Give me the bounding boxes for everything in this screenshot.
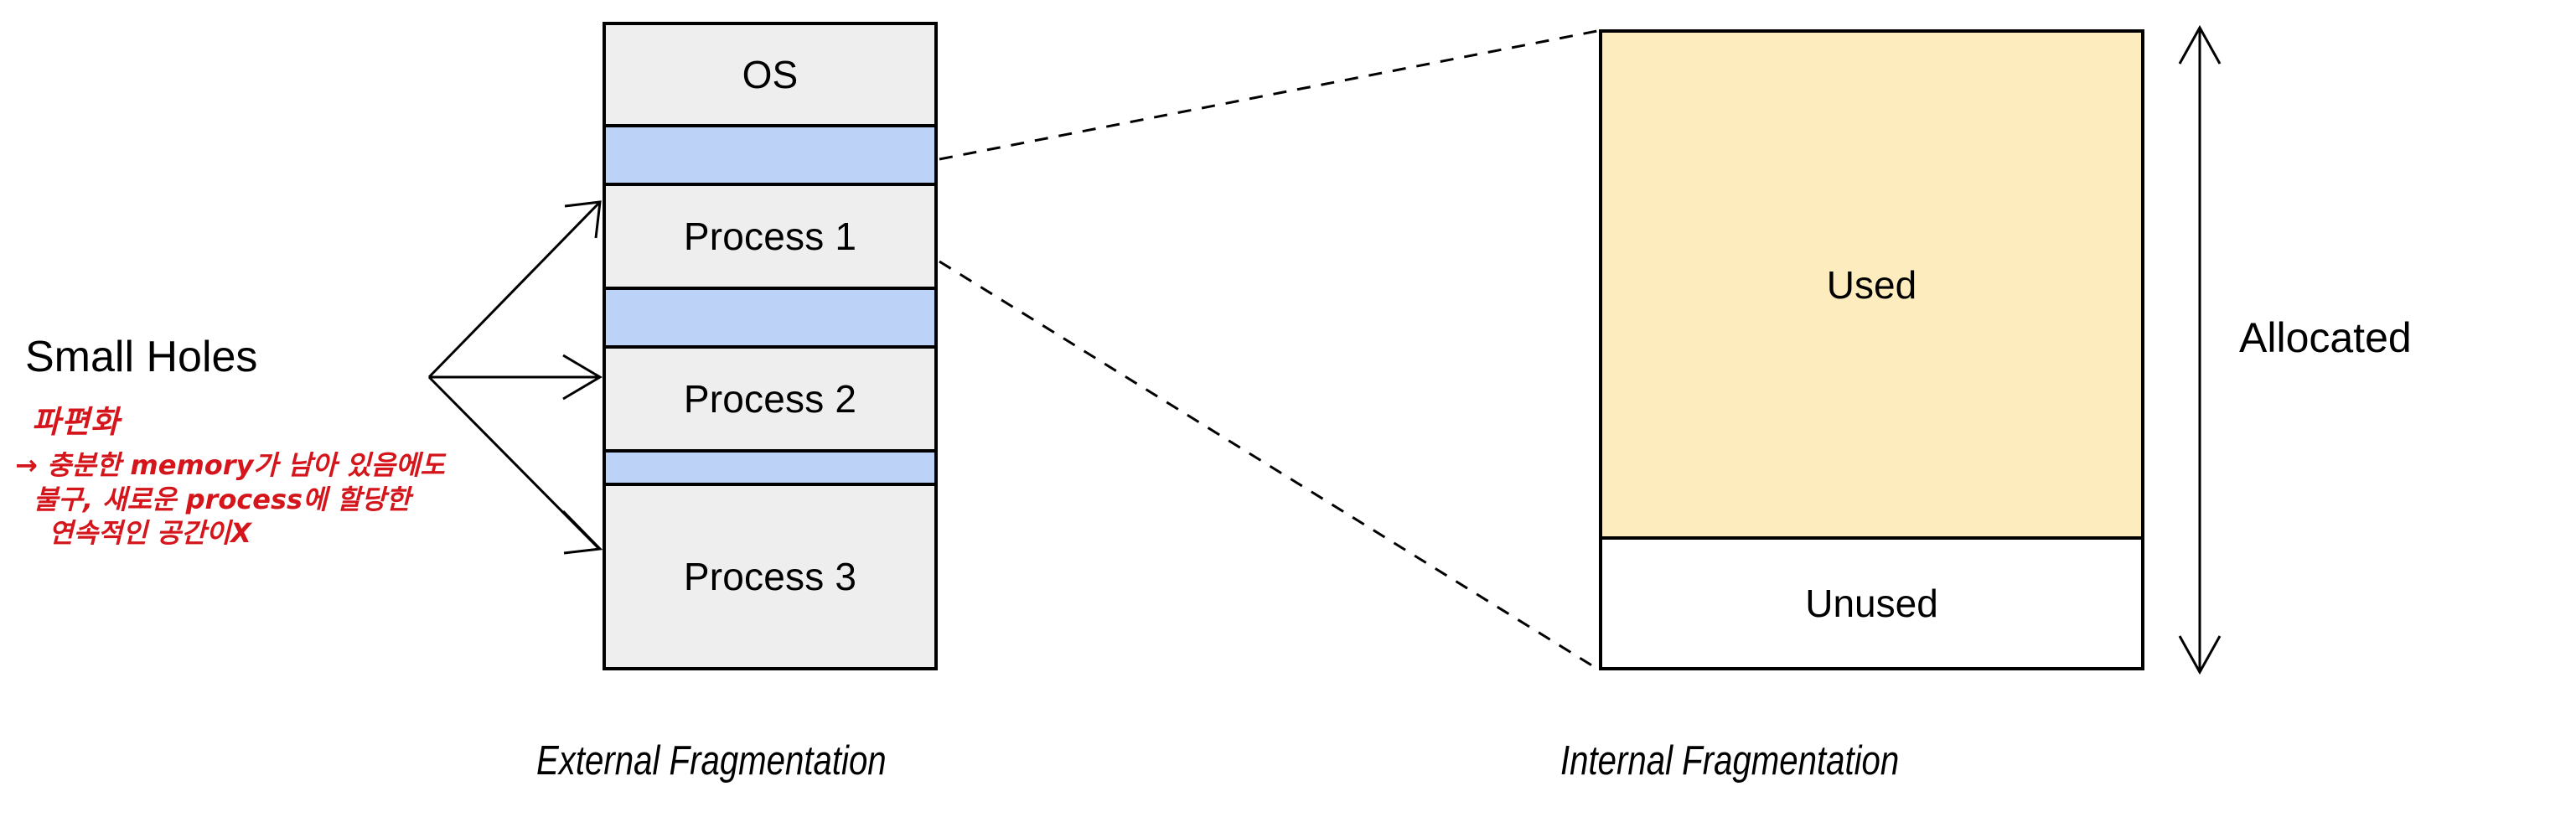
memory-column: OS Process 1 Process 2 Process 3: [603, 22, 938, 670]
annotation-line-2: → 충분한 memory가 남아 있음에도: [15, 448, 445, 481]
block-divider: [606, 287, 934, 290]
allocation-used-region: Used: [1602, 33, 2141, 536]
block-divider: [606, 483, 934, 486]
small-holes-label: Small Holes: [25, 333, 258, 381]
memory-block-process-3: Process 3: [606, 486, 934, 667]
block-divider: [606, 124, 934, 127]
double-headed-arrow: [2178, 24, 2222, 675]
arrow-to-hole-1: [427, 200, 602, 379]
memory-block-label: OS: [742, 53, 799, 96]
arrow-to-hole-2: [429, 354, 603, 401]
memory-block-process-2: Process 2: [606, 349, 934, 449]
memory-block-label: Process 1: [683, 215, 857, 258]
annotation-line-4: 연속적인 공간이X: [49, 517, 251, 550]
memory-hole-1: [606, 127, 934, 183]
allocation-divider: [1602, 536, 2141, 540]
memory-block-os: OS: [606, 25, 934, 124]
block-divider: [606, 449, 934, 453]
allocation-box: Used Unused: [1599, 29, 2144, 670]
block-divider: [606, 183, 934, 186]
allocation-unused-region: Unused: [1602, 540, 2141, 667]
dashed-callout-bottom: [939, 260, 1598, 670]
caption-internal-fragmentation: Internal Fragmentation: [1560, 738, 1900, 784]
handwritten-annotation: 파편화 → 충분한 memory가 남아 있음에도 불구, 새로운 proces…: [15, 404, 445, 550]
annotation-line-3: 불구, 새로운 process에 할당한: [34, 483, 411, 515]
memory-block-process-1: Process 1: [606, 186, 934, 287]
dashed-callout-top: [939, 29, 1598, 161]
memory-hole-2: [606, 290, 934, 345]
memory-block-label: Process 3: [683, 555, 857, 598]
caption-external-fragmentation: External Fragmentation: [536, 738, 887, 784]
allocation-unused-label: Unused: [1805, 582, 1938, 625]
allocated-label: Allocated: [2239, 314, 2412, 361]
memory-block-label: Process 2: [683, 377, 857, 421]
arrow-to-hole-3: [427, 375, 603, 555]
annotation-line-1: 파편화: [32, 404, 121, 440]
block-divider: [606, 345, 934, 349]
allocation-used-label: Used: [1826, 262, 1917, 307]
memory-hole-3: [606, 453, 934, 483]
